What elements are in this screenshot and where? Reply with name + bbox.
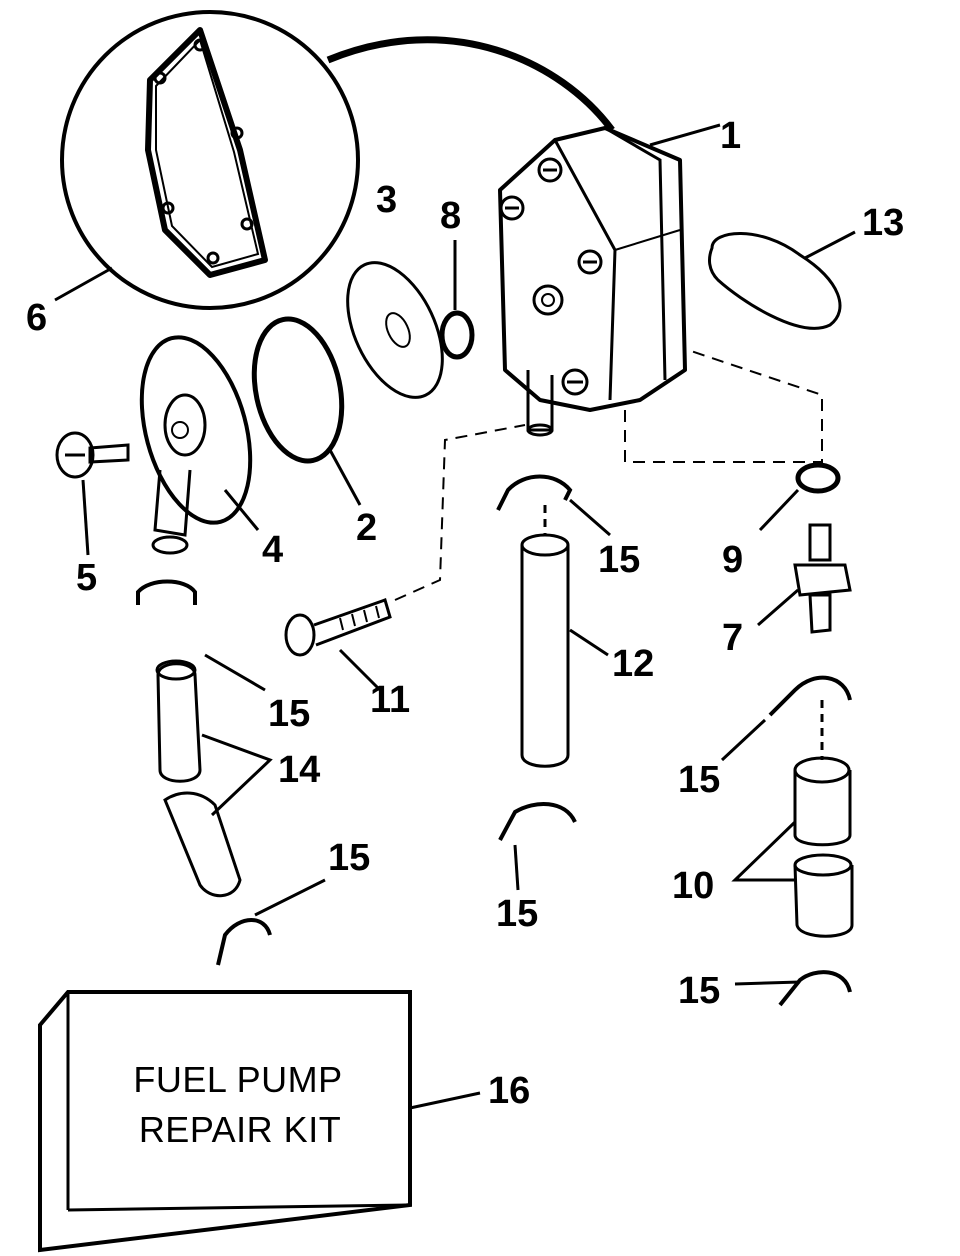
clip-center-top: [496, 474, 611, 537]
label-part-6: 6: [26, 297, 47, 339]
label-part-3: 3: [376, 179, 397, 221]
label-part-2: 2: [356, 507, 377, 549]
label-part-4: 4: [262, 529, 283, 571]
clip-right-bottom: [734, 970, 852, 1007]
label-part-15-right-top: 15: [678, 759, 720, 801]
label-part-15-left-bottom: 15: [328, 837, 370, 879]
label-part-9: 9: [722, 539, 743, 581]
clip-center-bottom: [498, 801, 577, 891]
washer: [758, 462, 841, 532]
diaphragm-cover: [139, 335, 260, 555]
label-part-14: 14: [278, 749, 320, 791]
large-o-ring: [251, 316, 362, 506]
hose-segments: [731, 700, 854, 938]
label-part-11: 11: [370, 679, 410, 721]
gasket-detail-circle: [60, 10, 615, 310]
label-part-10: 10: [672, 865, 714, 907]
label-part-15-center-bottom: 15: [496, 893, 538, 935]
label-part-5: 5: [76, 557, 97, 599]
label-part-7: 7: [722, 617, 743, 659]
filter-screen: [346, 261, 444, 399]
fuel-hose-left: [155, 659, 273, 898]
label-part-16: 16: [488, 1070, 530, 1112]
fuel-pump-body: [498, 123, 721, 437]
leader-part-6: [54, 266, 113, 302]
repair-kit-box: [38, 990, 481, 1253]
label-part-15-right-bottom: 15: [678, 970, 720, 1012]
guide-line-right: [624, 349, 823, 463]
label-part-15-center-top: 15: [598, 539, 640, 581]
clip-left-top: [136, 579, 266, 692]
label-part-12: 12: [612, 643, 654, 685]
label-part-15-left-top: 15: [268, 693, 310, 735]
kit-label-line1: FUEL PUMP: [133, 1059, 342, 1100]
thumb-screw: [55, 431, 130, 556]
long-fuel-hose: [520, 505, 609, 768]
hose-fitting: [757, 523, 852, 634]
kit-label-line2: REPAIR KIT: [139, 1109, 341, 1150]
clip-right-top: [720, 675, 852, 762]
label-part-13: 13: [862, 202, 904, 244]
clip-left-bottom: [216, 878, 326, 966]
long-bolt: [284, 424, 526, 692]
small-o-ring: [439, 310, 475, 360]
label-part-1: 1: [720, 115, 741, 157]
mesh-gasket: [708, 230, 856, 330]
label-part-8: 8: [440, 195, 461, 237]
